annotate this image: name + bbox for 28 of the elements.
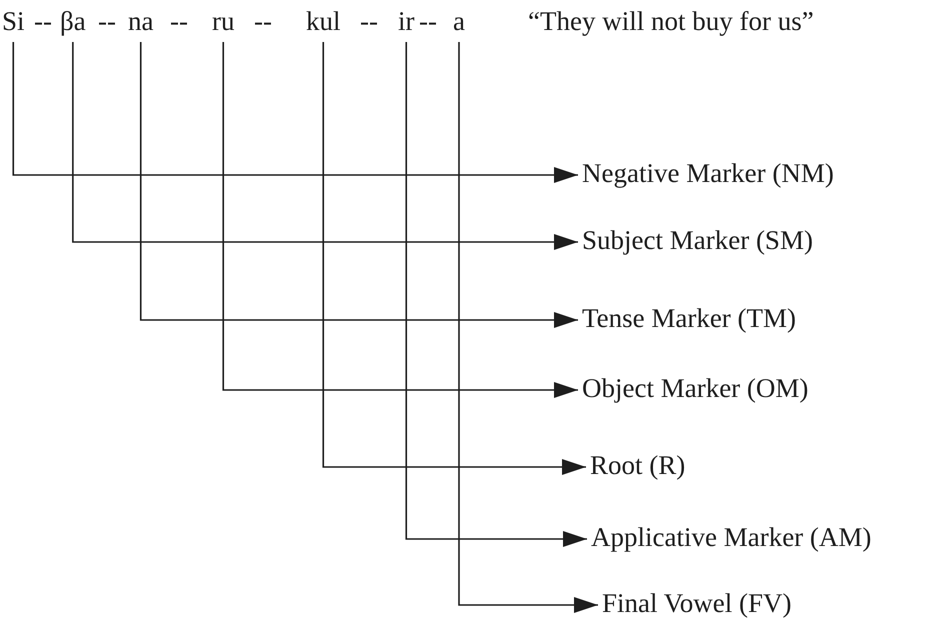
morpheme-text: a [453, 6, 465, 36]
arrow [222, 42, 578, 398]
arrow [12, 42, 578, 183]
hyphen-separator: -- [170, 6, 188, 36]
gloss-label: Object Marker (OM) [582, 373, 808, 403]
gloss-label: Applicative Marker (AM) [591, 522, 872, 552]
hyphen-separator: -- [360, 6, 378, 36]
arrow [405, 42, 587, 547]
arrow [458, 42, 598, 613]
hyphen-separator: -- [419, 6, 437, 36]
morpheme-text: na [128, 6, 154, 36]
arrow [72, 42, 578, 250]
arrow [322, 42, 586, 475]
morpheme-text: ru [212, 6, 234, 36]
gloss-label: Tense Marker (TM) [582, 303, 796, 333]
morpheme-text: kul [306, 6, 341, 36]
morpheme-text: βa [60, 6, 86, 36]
gloss-label: Final Vowel (FV) [602, 588, 792, 618]
gloss-label: Subject Marker (SM) [582, 225, 813, 255]
hyphen-separator: -- [98, 6, 116, 36]
translation-text: “They will not buy for us” [528, 6, 814, 36]
hyphen-separator: -- [254, 6, 272, 36]
gloss-label: Negative Marker (NM) [582, 158, 834, 188]
morpheme-text: Si [2, 6, 25, 36]
gloss-label: Root (R) [590, 450, 686, 480]
morpheme-text: ir [398, 6, 414, 36]
hyphen-separator: -- [34, 6, 52, 36]
arrow [140, 42, 578, 328]
